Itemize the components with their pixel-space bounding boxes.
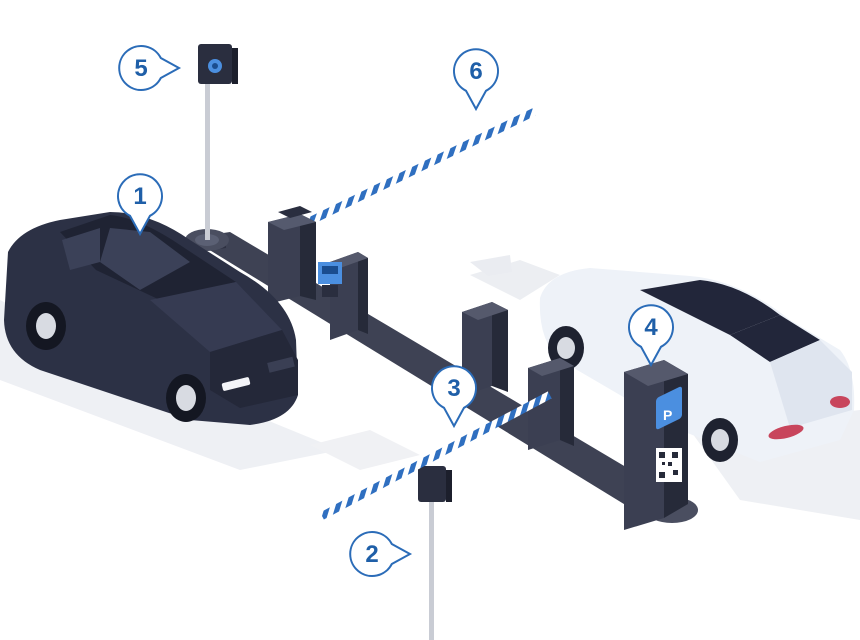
marker-4-pin [628, 304, 674, 368]
marker-6: 6 [453, 48, 499, 112]
barrier-arm-6 [294, 108, 536, 232]
marker-2-label: 2 [365, 541, 378, 568]
marker-1-pin [117, 173, 163, 237]
camera-2-pole [418, 466, 452, 640]
markers: 1 2 3 4 5 6 [117, 45, 674, 577]
entry-gate-upper [268, 108, 536, 304]
marker-3-label: 3 [447, 375, 460, 402]
marker-3: 3 [431, 365, 477, 429]
camera-5-pole [195, 44, 238, 246]
barrier-arm-3 [320, 391, 552, 520]
pay-terminal: P [624, 360, 688, 530]
marker-1: 1 [117, 173, 163, 237]
marker-5-label: 5 [134, 55, 147, 82]
marker-6-label: 6 [469, 58, 482, 85]
exit-gate-lower [320, 358, 574, 520]
marker-2: 2 [349, 531, 413, 577]
ticket-machine-upper [318, 252, 368, 340]
marker-4: 4 [628, 304, 674, 368]
marker-2-pin [349, 531, 413, 577]
marker-5-pin [118, 45, 182, 91]
marker-1-label: 1 [133, 183, 146, 210]
qr-code-icon [656, 448, 682, 482]
marker-4-label: 4 [644, 314, 658, 341]
svg-text:P: P [663, 407, 672, 423]
white-car [470, 255, 855, 462]
parking-icon: P [656, 386, 682, 430]
dark-car [4, 212, 298, 425]
marker-6-pin [453, 48, 499, 112]
marker-5: 5 [118, 45, 182, 91]
marker-3-pin [431, 365, 477, 429]
